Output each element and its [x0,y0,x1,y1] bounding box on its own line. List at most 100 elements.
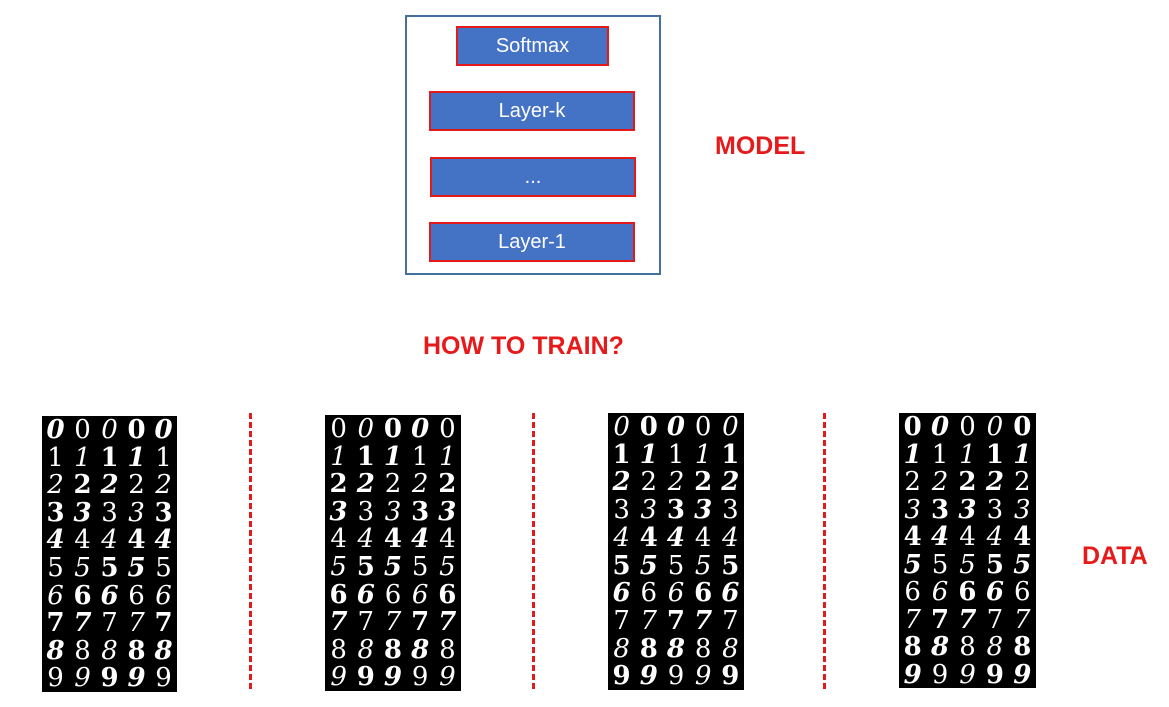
digit-glyph: 6 [384,579,402,610]
digit-glyph: 5 [127,553,146,583]
digit-glyph: 1 [155,442,172,473]
digit-glyph: 2 [1013,467,1031,497]
digit-glyph: 0 [411,415,430,444]
digit-glyph: 4 [694,522,712,553]
digit-glyph: 9 [931,659,949,688]
digit-glyph: 3 [986,494,1004,525]
digit-glyph: 3 [931,494,950,525]
digit-glyph: 4 [722,522,739,553]
digit-glyph: 4 [357,524,375,555]
divider-1 [249,413,252,689]
digit-glyph: 1 [356,441,375,472]
digit-glyph: 9 [356,662,375,691]
digit-glyph: 8 [986,632,1004,662]
digit-glyph: 3 [666,495,686,526]
digit-glyph: 8 [694,633,712,664]
digit-glyph: 6 [411,579,429,610]
digit-glyph: 7 [46,608,65,639]
digit-glyph: 6 [329,579,348,610]
digit-glyph: 3 [613,495,630,526]
digit-glyph: 7 [694,605,713,636]
digit-glyph: 1 [694,439,712,470]
digit-glyph: 6 [1013,577,1031,607]
digit-glyph: 0 [931,413,950,442]
digit-glyph: 4 [639,522,658,553]
digit-glyph: 2 [438,469,457,500]
digit-glyph: 6 [667,578,685,609]
digit-glyph: 1 [639,439,658,470]
digit-glyph: 3 [357,496,375,527]
digit-glyph: 5 [47,553,64,583]
model-label: MODEL [715,132,806,160]
digit-glyph: 3 [128,497,145,528]
digit-glyph: 5 [985,549,1004,580]
digit-glyph: 0 [101,416,118,445]
digit-glyph: 8 [330,634,347,665]
digit-glyph: 5 [330,552,347,582]
digit-glyph: 3 [1013,494,1031,525]
digit-glyph: 1 [411,441,429,472]
digit-glyph: 8 [439,634,456,665]
digit-glyph: 9 [721,661,740,690]
digit-glyph: 5 [639,550,658,581]
digit-glyph: 1 [1013,439,1032,470]
digit-glyph: 1 [931,439,949,470]
digit-glyph: 5 [411,552,429,582]
digit-glyph: 1 [47,442,64,473]
digit-glyph: 8 [46,635,65,666]
digit-glyph: 2 [384,469,402,500]
digit-glyph: 7 [101,608,118,639]
digit-glyph: 5 [100,553,119,583]
digit-glyph: 6 [985,577,1004,607]
digit-glyph: 1 [721,439,740,470]
digit-glyph: 3 [958,494,977,525]
digit-glyph: 2 [904,467,921,497]
digit-glyph: 9 [155,663,172,692]
digit-glyph: 5 [721,550,740,581]
digit-glyph: 0 [639,413,658,442]
digit-glyph: 4 [101,525,118,556]
digit-glyph: 2 [640,467,658,498]
digit-glyph: 4 [931,522,950,552]
digit-glyph: 7 [128,608,145,639]
digit-glyph: 6 [100,580,119,611]
data-label: DATA [1082,542,1148,570]
digit-glyph: 4 [74,525,91,556]
digit-glyph: 5 [931,549,949,580]
layer-1: Layer-1 [429,222,635,262]
digit-glyph: 5 [1013,549,1032,580]
digit-glyph: 4 [959,522,976,552]
digit-glyph: 0 [613,413,630,442]
digit-glyph: 6 [721,578,740,609]
digit-glyph: 6 [438,579,457,610]
digit-glyph: 5 [74,553,91,583]
digit-glyph: 9 [439,662,456,691]
layer-ellipsis: ... [430,157,636,197]
digit-glyph: 3 [438,496,457,527]
digit-glyph: 6 [73,580,92,611]
digit-glyph: 1 [100,442,119,473]
digit-glyph: 9 [411,662,429,691]
digit-glyph: 2 [694,467,713,498]
digit-glyph: 1 [74,442,91,473]
